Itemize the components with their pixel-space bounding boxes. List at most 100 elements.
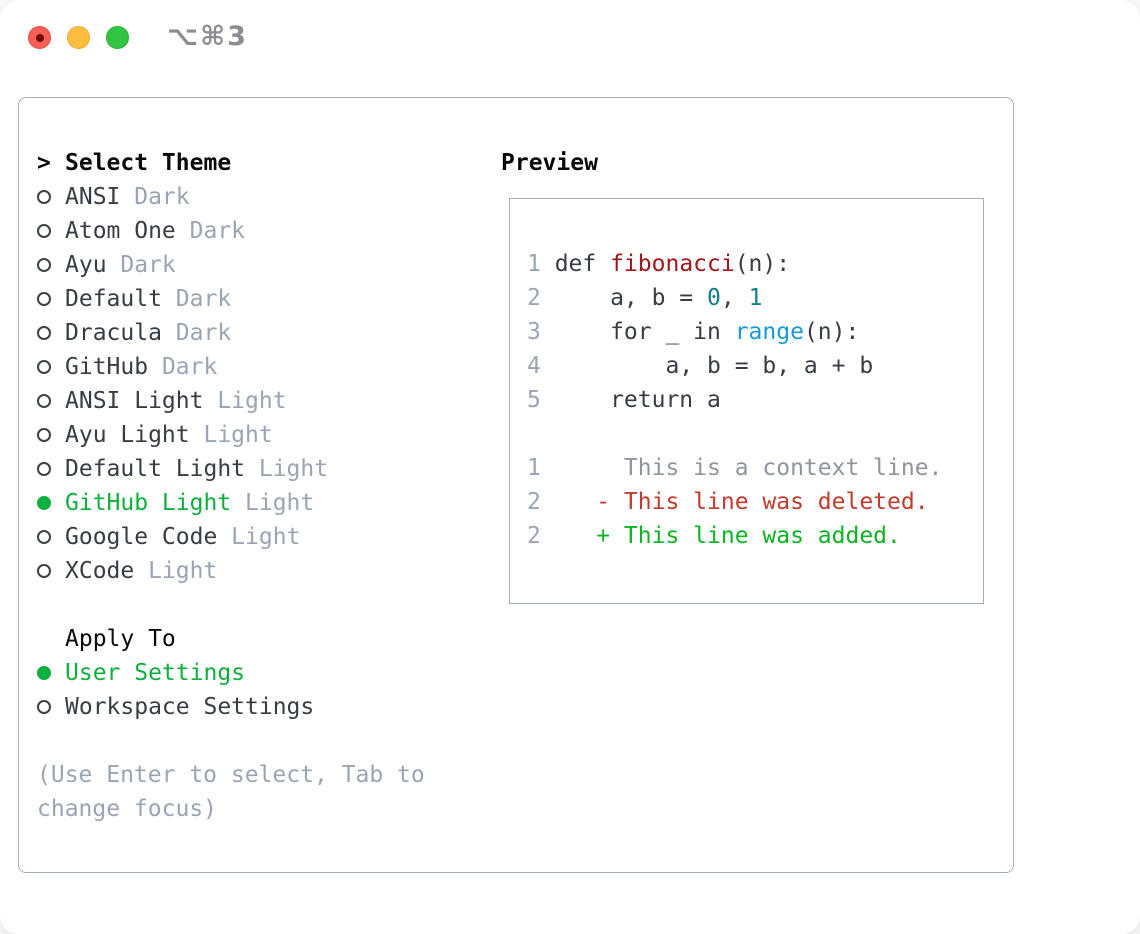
theme-option-github[interactable]: GitHub Dark: [37, 350, 425, 384]
code-token-plain: a, b = b, a + b: [554, 353, 874, 379]
apply-to-header: Apply To: [37, 622, 425, 656]
hint-line-1: (Use Enter to select, Tab to: [37, 762, 425, 788]
preview-title: Preview: [501, 150, 598, 176]
preview-line: 4 a, b = b, a + b: [527, 349, 983, 383]
code-token-context: This is a context line.: [554, 455, 943, 481]
cursor-indicator: >: [37, 150, 51, 176]
preview-line: 1 This is a context line.: [527, 451, 983, 485]
code-token-plain: def: [554, 251, 611, 277]
theme-option-google-code[interactable]: Google Code Light: [37, 520, 425, 554]
code-token-plain: for _ in: [554, 319, 735, 345]
option-label: Default Light: [65, 456, 246, 482]
radio-icon: [37, 190, 51, 204]
theme-option-dracula[interactable]: Dracula Dark: [37, 316, 425, 350]
theme-option-xcode[interactable]: XCode Light: [37, 554, 425, 588]
line-number: 1: [527, 455, 541, 481]
theme-option-default[interactable]: Default Dark: [37, 282, 425, 316]
theme-option-default-light[interactable]: Default Light Light: [37, 452, 425, 486]
radio-icon: [37, 700, 51, 714]
radio-icon: [37, 224, 51, 238]
radio-icon: [37, 326, 51, 340]
preview-line: 2 a, b = 0, 1: [527, 281, 983, 315]
radio-icon: [37, 394, 51, 408]
preview-line: 2 - This line was deleted.: [527, 485, 983, 519]
radio-icon: [37, 428, 51, 442]
radio-icon: [37, 564, 51, 578]
option-variant-label: Light: [231, 490, 315, 516]
theme-option-ayu[interactable]: Ayu Dark: [37, 248, 425, 282]
option-label: Ayu Light: [65, 422, 190, 448]
code-token-plain: (n):: [803, 319, 860, 345]
hint-line-2: change focus): [37, 796, 218, 822]
window-title: ⌥⌘3: [167, 21, 248, 52]
option-label: User Settings: [65, 660, 246, 686]
code-token-plain: a, b =: [554, 285, 708, 311]
theme-option-ansi-light[interactable]: ANSI Light Light: [37, 384, 425, 418]
select-theme-header: > Select Theme: [37, 146, 425, 180]
option-variant-label: Dark: [120, 184, 190, 210]
code-token-deleted: - This line was deleted.: [554, 489, 929, 515]
option-variant-label: Light: [134, 558, 218, 584]
code-token-number: 0: [707, 285, 721, 311]
code-token-builtin: range: [734, 319, 804, 345]
radio-icon: [37, 360, 51, 374]
radio-icon: [37, 462, 51, 476]
preview-blank-line: [527, 417, 983, 451]
option-variant-label: Light: [245, 456, 329, 482]
code-token-added: + This line was added.: [554, 523, 901, 549]
code-token-plain: (n):: [734, 251, 791, 277]
preview-line: 5 return a: [527, 383, 983, 417]
code-token-function: fibonacci: [610, 251, 735, 277]
zoom-button[interactable]: [106, 26, 129, 49]
minimize-button[interactable]: [67, 26, 90, 49]
radio-icon: [37, 530, 51, 544]
preview-header: Preview: [501, 146, 984, 180]
preview-line: 1 def fibonacci(n):: [527, 247, 983, 281]
apply-to-title: Apply To: [65, 626, 176, 652]
line-number: 3: [527, 319, 541, 345]
spacer: [37, 588, 425, 622]
option-label: GitHub: [65, 354, 149, 380]
theme-option-ayu-light[interactable]: Ayu Light Light: [37, 418, 425, 452]
option-label: ANSI: [65, 184, 121, 210]
apply-option-workspace-settings[interactable]: Workspace Settings: [37, 690, 425, 724]
option-variant-label: Dark: [175, 218, 246, 244]
preview-line: 2 + This line was added.: [527, 519, 983, 553]
line-number: 2: [527, 489, 541, 515]
radio-icon: [37, 258, 51, 272]
code-token-plain: return a: [554, 387, 721, 413]
spacer: [37, 724, 425, 758]
line-number: 2: [527, 523, 541, 549]
line-number: 1: [527, 251, 541, 277]
line-number: 2: [527, 285, 541, 311]
option-label: Dracula: [65, 320, 162, 346]
apply-option-user-settings[interactable]: User Settings: [37, 656, 425, 690]
option-label: Workspace Settings: [65, 694, 315, 720]
option-variant-label: Light: [203, 388, 287, 414]
radio-selected-icon: [37, 666, 51, 680]
option-label: XCode: [65, 558, 135, 584]
line-number: 5: [527, 387, 541, 413]
close-button[interactable]: [28, 26, 51, 49]
option-label: ANSI Light: [65, 388, 204, 414]
theme-option-atom-one[interactable]: Atom One Dark: [37, 214, 425, 248]
code-token-plain: ,: [720, 285, 749, 311]
theme-option-ansi[interactable]: ANSI Dark: [37, 180, 425, 214]
option-variant-label: Dark: [161, 286, 232, 312]
option-label: Ayu: [65, 252, 107, 278]
radio-icon: [37, 292, 51, 306]
option-variant-label: Dark: [148, 354, 218, 380]
option-label: Google Code: [65, 524, 218, 550]
option-variant-label: Dark: [161, 320, 232, 346]
titlebar: ⌥⌘3: [0, 0, 1140, 97]
theme-option-github-light[interactable]: GitHub Light Light: [37, 486, 425, 520]
code-token-number: 1: [748, 285, 763, 311]
option-label: GitHub Light: [65, 490, 232, 516]
select-theme-title: Select Theme: [65, 150, 232, 176]
